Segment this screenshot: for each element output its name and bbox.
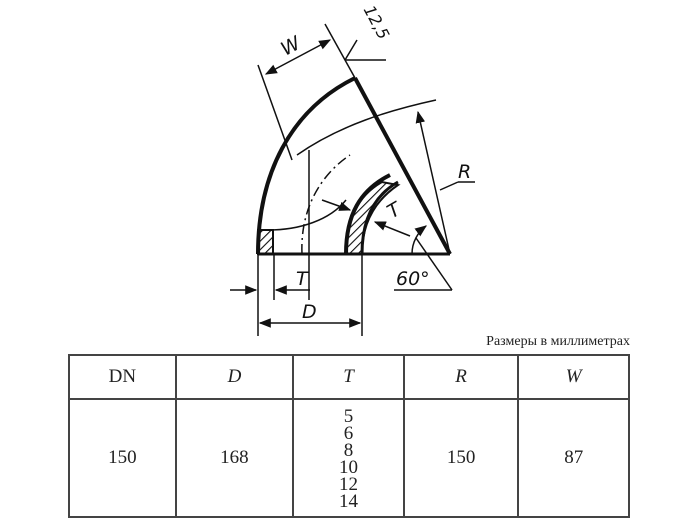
label-roughness: 12,5 [360,2,394,42]
header-w: W [517,354,630,400]
header-r: R [402,354,520,400]
t-value: 8 [343,440,354,461]
table-row: 150 168 5 6 8 10 12 14 150 87 [68,398,630,518]
t-value: 5 [343,406,354,427]
cell-w: 87 [517,398,630,518]
dimensions-table: DN D T R W 150 168 5 6 8 10 12 14 150 87 [68,354,630,518]
units-note: Размеры в миллиметрах [486,334,630,349]
label-angle: 60° [396,268,430,290]
table-header-row: DN D T R W [68,354,630,400]
t-value: 12 [339,474,358,495]
outer-arc [256,76,356,255]
end-face [353,77,452,255]
label-W: W [277,32,305,61]
t-value: 14 [339,491,358,512]
center-arc [301,154,351,255]
label-R: R [458,161,471,183]
header-dn: DN [68,354,177,400]
cell-r: 150 [402,398,520,518]
header-t: T [292,354,405,400]
hatch-left [257,229,274,255]
t-value: 10 [339,457,358,478]
header-d: D [174,354,295,400]
hatch-right [344,180,401,255]
cell-dn: 150 [68,398,177,518]
label-T-bottom: T [296,268,309,290]
cell-t: 5 6 8 10 12 14 [292,398,405,518]
elbow-drawing: R W 12,5 T 60° T D [230,2,475,336]
t-value: 6 [343,423,354,444]
label-T-face: T [383,197,405,223]
label-D: D [302,301,317,323]
cell-d: 168 [174,398,295,518]
